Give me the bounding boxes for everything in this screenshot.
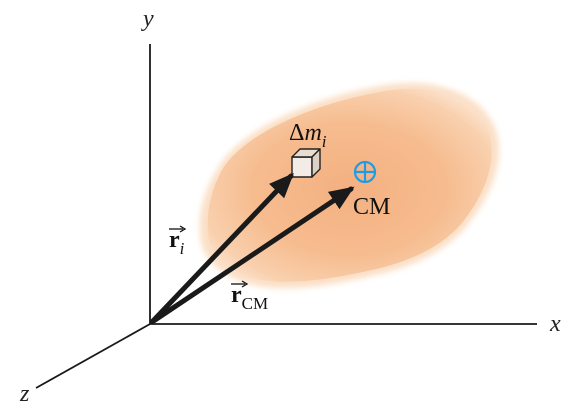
vector-r-i-subscript: i	[180, 239, 185, 258]
vector-r-cm-symbol: r	[231, 282, 242, 308]
center-of-mass-label: CM	[353, 194, 390, 220]
vector-r-cm-label: rCM	[231, 280, 268, 313]
mass-element-symbol: m	[304, 120, 321, 146]
vector-r-i-symbol: r	[169, 227, 180, 253]
vector-r-i-text: ri	[169, 227, 185, 258]
vector-r-cm-overarrow-head-icon	[241, 280, 249, 288]
center-of-mass-marker-icon	[353, 160, 377, 184]
extended-body-shape	[207, 88, 492, 282]
x-axis-label: x	[549, 311, 561, 337]
y-axis-label: y	[141, 6, 154, 32]
mass-element-cube-icon	[291, 148, 321, 178]
z-axis-label: z	[19, 381, 30, 407]
mass-element-delta: Δ	[289, 120, 304, 146]
mass-element-label: Δmi	[289, 120, 327, 151]
z-axis-line	[35, 323, 151, 389]
vector-r-cm-text: rCM	[231, 282, 268, 313]
vector-r-i-label: ri	[169, 225, 187, 258]
position-vectors	[149, 172, 355, 325]
vector-r-i-overarrow-head-icon	[179, 225, 187, 233]
coordinate-axes: y x z	[19, 6, 561, 407]
vector-r-i-arrow	[149, 172, 294, 325]
vector-r-cm-subscript: CM	[242, 294, 268, 313]
mass-element-subscript: i	[322, 132, 327, 151]
extended-body	[199, 82, 500, 289]
vector-r-cm-arrow	[149, 186, 355, 325]
